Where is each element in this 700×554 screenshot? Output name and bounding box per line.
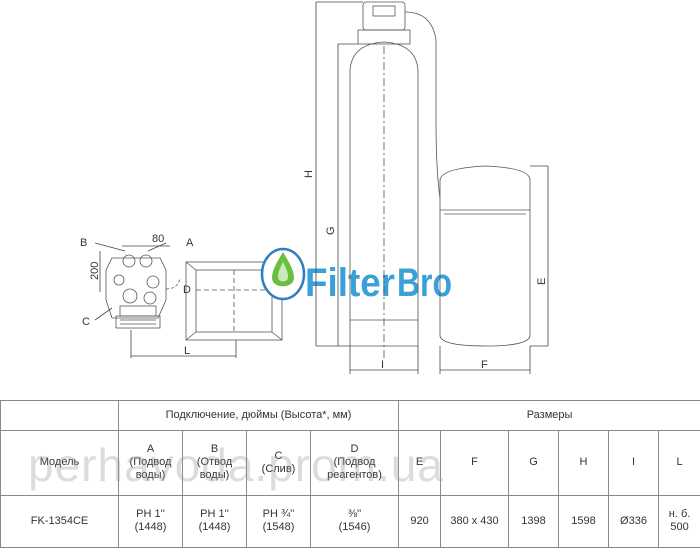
filterbro-logo: Filter Bro: [260, 247, 452, 305]
dim-80: 80: [152, 233, 164, 245]
header-col-a-desc: (Подвод воды): [129, 456, 172, 482]
cell-d-thread: ⅜'': [347, 508, 362, 521]
header-col-d-letter: D: [350, 443, 359, 456]
cell-b-height: (1448): [198, 521, 231, 534]
cell-i: Ø336: [608, 494, 660, 549]
cell-b-thread: PH 1'': [200, 508, 229, 521]
header-col-b-desc: (Отвод воды): [196, 456, 233, 482]
cell-e: 920: [398, 494, 442, 549]
cell-a: PH 1''(1448): [118, 494, 183, 549]
header-sizes: Размеры: [398, 399, 700, 432]
table-header-row: Модель A(Подвод воды) B(Отвод воды) C(Сл…: [0, 430, 700, 496]
label-g: G: [325, 226, 337, 235]
label-d: D: [183, 284, 191, 296]
cell-b: PH 1''(1448): [182, 494, 247, 549]
header-connection: Подключение, дюймы (Высота*, мм): [117, 399, 400, 432]
technical-drawing: B A C D L 80 200 Filter Bro: [80, 1, 549, 374]
header-col-c: C(Слив): [246, 430, 311, 496]
header-col-i: I: [608, 430, 660, 496]
spec-table: Подключение, дюймы (Высота*, мм) Размеры…: [0, 399, 700, 549]
header-col-d-desc: (Подвод реагентов): [327, 456, 382, 482]
cell-f: 380 x 430: [440, 494, 510, 549]
label-c: C: [82, 316, 90, 328]
dim-200: 200: [89, 262, 101, 280]
header-col-c-letter: C: [274, 449, 283, 462]
header-col-g: G: [508, 430, 560, 496]
header-col-e: E: [398, 430, 442, 496]
cell-a-height: (1448): [134, 521, 167, 534]
cell-h: 1598: [558, 494, 610, 549]
header-col-f: F: [440, 430, 510, 496]
header-col-b: B(Отвод воды): [182, 430, 247, 496]
label-i: I: [381, 359, 384, 371]
label-h: H: [303, 170, 315, 178]
cell-d-height: (1546): [338, 521, 371, 534]
logo-text-bro: Bro: [397, 261, 452, 305]
dimension-lines: H G E I F: [303, 1, 549, 374]
header-model: Модель: [0, 430, 119, 496]
brine-tank-top-view: [185, 261, 283, 341]
table-corner: [0, 399, 119, 432]
cell-a-thread: PH 1'': [136, 508, 165, 521]
header-col-h: H: [558, 430, 610, 496]
table-group-header-row: Подключение, дюймы (Высота*, мм) Размеры: [0, 399, 700, 432]
valve-detail: [94, 242, 237, 358]
header-col-a-letter: A: [146, 443, 155, 456]
header-col-a: A(Подвод воды): [118, 430, 183, 496]
cell-model: FK-1354CE: [0, 494, 119, 549]
table-row: FK-1354CE PH 1''(1448) PH 1''(1448) PH ¾…: [0, 494, 700, 549]
label-f: F: [481, 359, 488, 371]
label-b: B: [80, 237, 87, 249]
header-col-b-letter: B: [210, 443, 219, 456]
label-a: A: [186, 237, 194, 249]
label-l: L: [184, 345, 190, 357]
cell-c-height: (1548): [262, 521, 295, 534]
header-col-c-desc: (Слив): [261, 462, 296, 475]
header-col-d: D(Подвод реагентов): [309, 430, 400, 496]
cell-c: PH ¾''(1548): [246, 494, 311, 549]
brine-tank: [439, 165, 531, 347]
valve-labels: B A C D L 80 200: [80, 233, 194, 357]
cell-g: 1398: [508, 494, 560, 549]
cell-c-thread: PH ¾'': [262, 508, 295, 521]
header-col-l: L: [658, 430, 700, 496]
filter-column: [349, 1, 441, 358]
cell-d: ⅜''(1546): [309, 494, 400, 549]
cell-l: н. б. 500: [658, 494, 700, 549]
label-e: E: [536, 278, 548, 285]
